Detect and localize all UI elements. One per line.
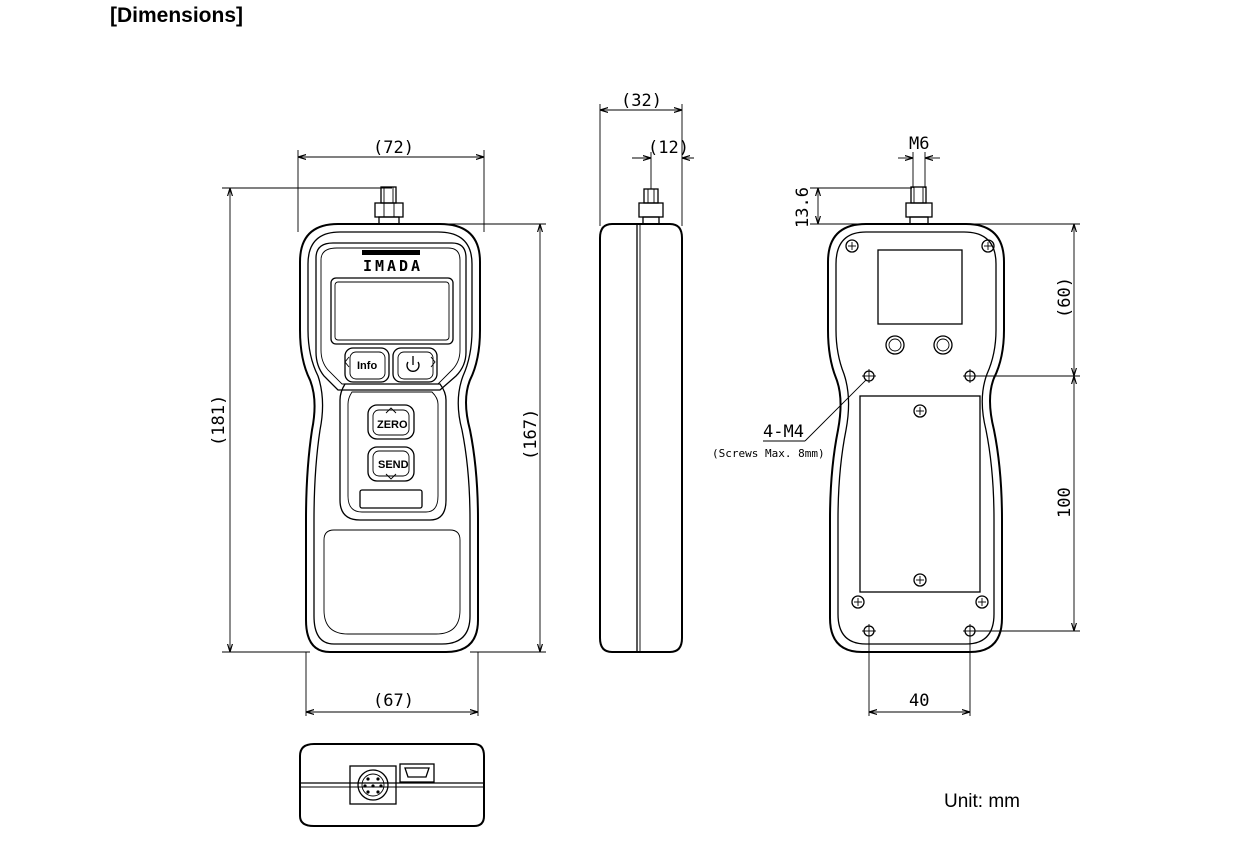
zero-button-label: ZERO [377,419,408,431]
back-housing-outline [827,223,1005,653]
dim-shaft-height: 13.6 [793,187,813,228]
brand-logo: IMADA [362,250,420,275]
front-housing-inner [307,231,473,645]
back-view [827,186,1005,653]
m4-callout: 4-M4 (Screws Max. 8mm) [712,379,867,460]
send-button-label: SEND [378,459,409,471]
side-dimensions: (32) (12) [599,91,694,226]
send-button[interactable]: SEND [367,446,415,482]
power-icon [406,356,420,372]
usb-port [399,763,435,783]
dim-hole-pitch-vertical: 100 [1055,487,1075,518]
dim-height-overall: (181) [209,395,229,446]
front-shaft [374,186,404,225]
side-view [599,188,683,653]
dim-thread: M6 [909,134,929,154]
front-dimensions: (72) (181) (167) (67) [209,138,546,716]
dim-hole-pitch-upper: (60) [1055,277,1075,318]
front-housing-outline [299,223,481,653]
bottom-view [299,743,485,827]
connector-port [349,765,397,805]
page-title: [Dimensions] [110,4,244,27]
dim-width-overall: (72) [373,138,414,158]
callout-holes: 4-M4 [763,422,804,442]
zero-button[interactable]: ZERO [367,404,415,440]
dim-height-body: (167) [521,409,541,460]
dim-hole-pitch-horizontal: 40 [909,691,929,711]
info-button-label: Info [357,360,377,372]
front-view: IMADA Info ZERO [299,186,481,653]
lcd-display [330,277,454,345]
power-button[interactable] [392,347,438,383]
dim-shaft-offset: (12) [648,138,689,158]
display-bezel [315,242,467,391]
callout-note: (Screws Max. 8mm) [712,447,825,460]
m4-holes [862,369,977,638]
unit-label: Unit: mm [944,791,1020,812]
back-screws [845,239,995,609]
dim-depth-overall: (32) [621,91,662,111]
dim-width-bottom: (67) [373,691,414,711]
keypad-panel [339,383,447,521]
label-slot [359,489,423,509]
brand-name: IMADA [363,257,420,275]
back-dimensions: M6 13.6 (60) 100 40 [793,134,1080,716]
info-button[interactable]: Info [344,347,390,383]
